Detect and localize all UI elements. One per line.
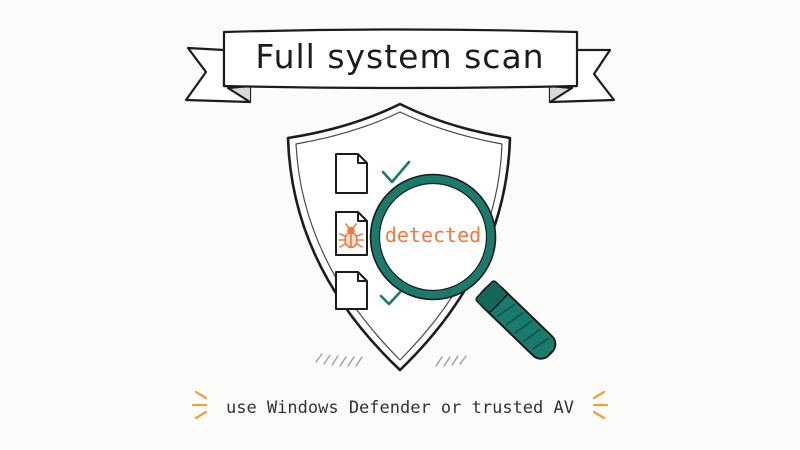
check-icon: [379, 287, 405, 306]
file-item-3: [335, 271, 405, 310]
file-item-2: [335, 211, 368, 256]
banner-main: [222, 28, 579, 90]
caption-accent-left: [191, 390, 208, 420]
banner-title: Full system scan: [255, 37, 545, 76]
bug-icon: [338, 223, 364, 249]
check-icon: [381, 160, 411, 184]
shield-inner-outline: [295, 111, 503, 361]
magnifier-icon: [369, 173, 557, 360]
title-banner: [184, 28, 616, 104]
caption: use Windows Defender or trusted AV: [226, 398, 574, 418]
detected-label: detected: [384, 223, 482, 247]
caption-accent-right: [592, 390, 609, 420]
magnifier-lens: [370, 174, 496, 300]
file-item-1: [335, 153, 411, 194]
document-icon: [335, 153, 368, 194]
ground-shadow: [315, 353, 467, 367]
document-icon: [335, 271, 368, 310]
